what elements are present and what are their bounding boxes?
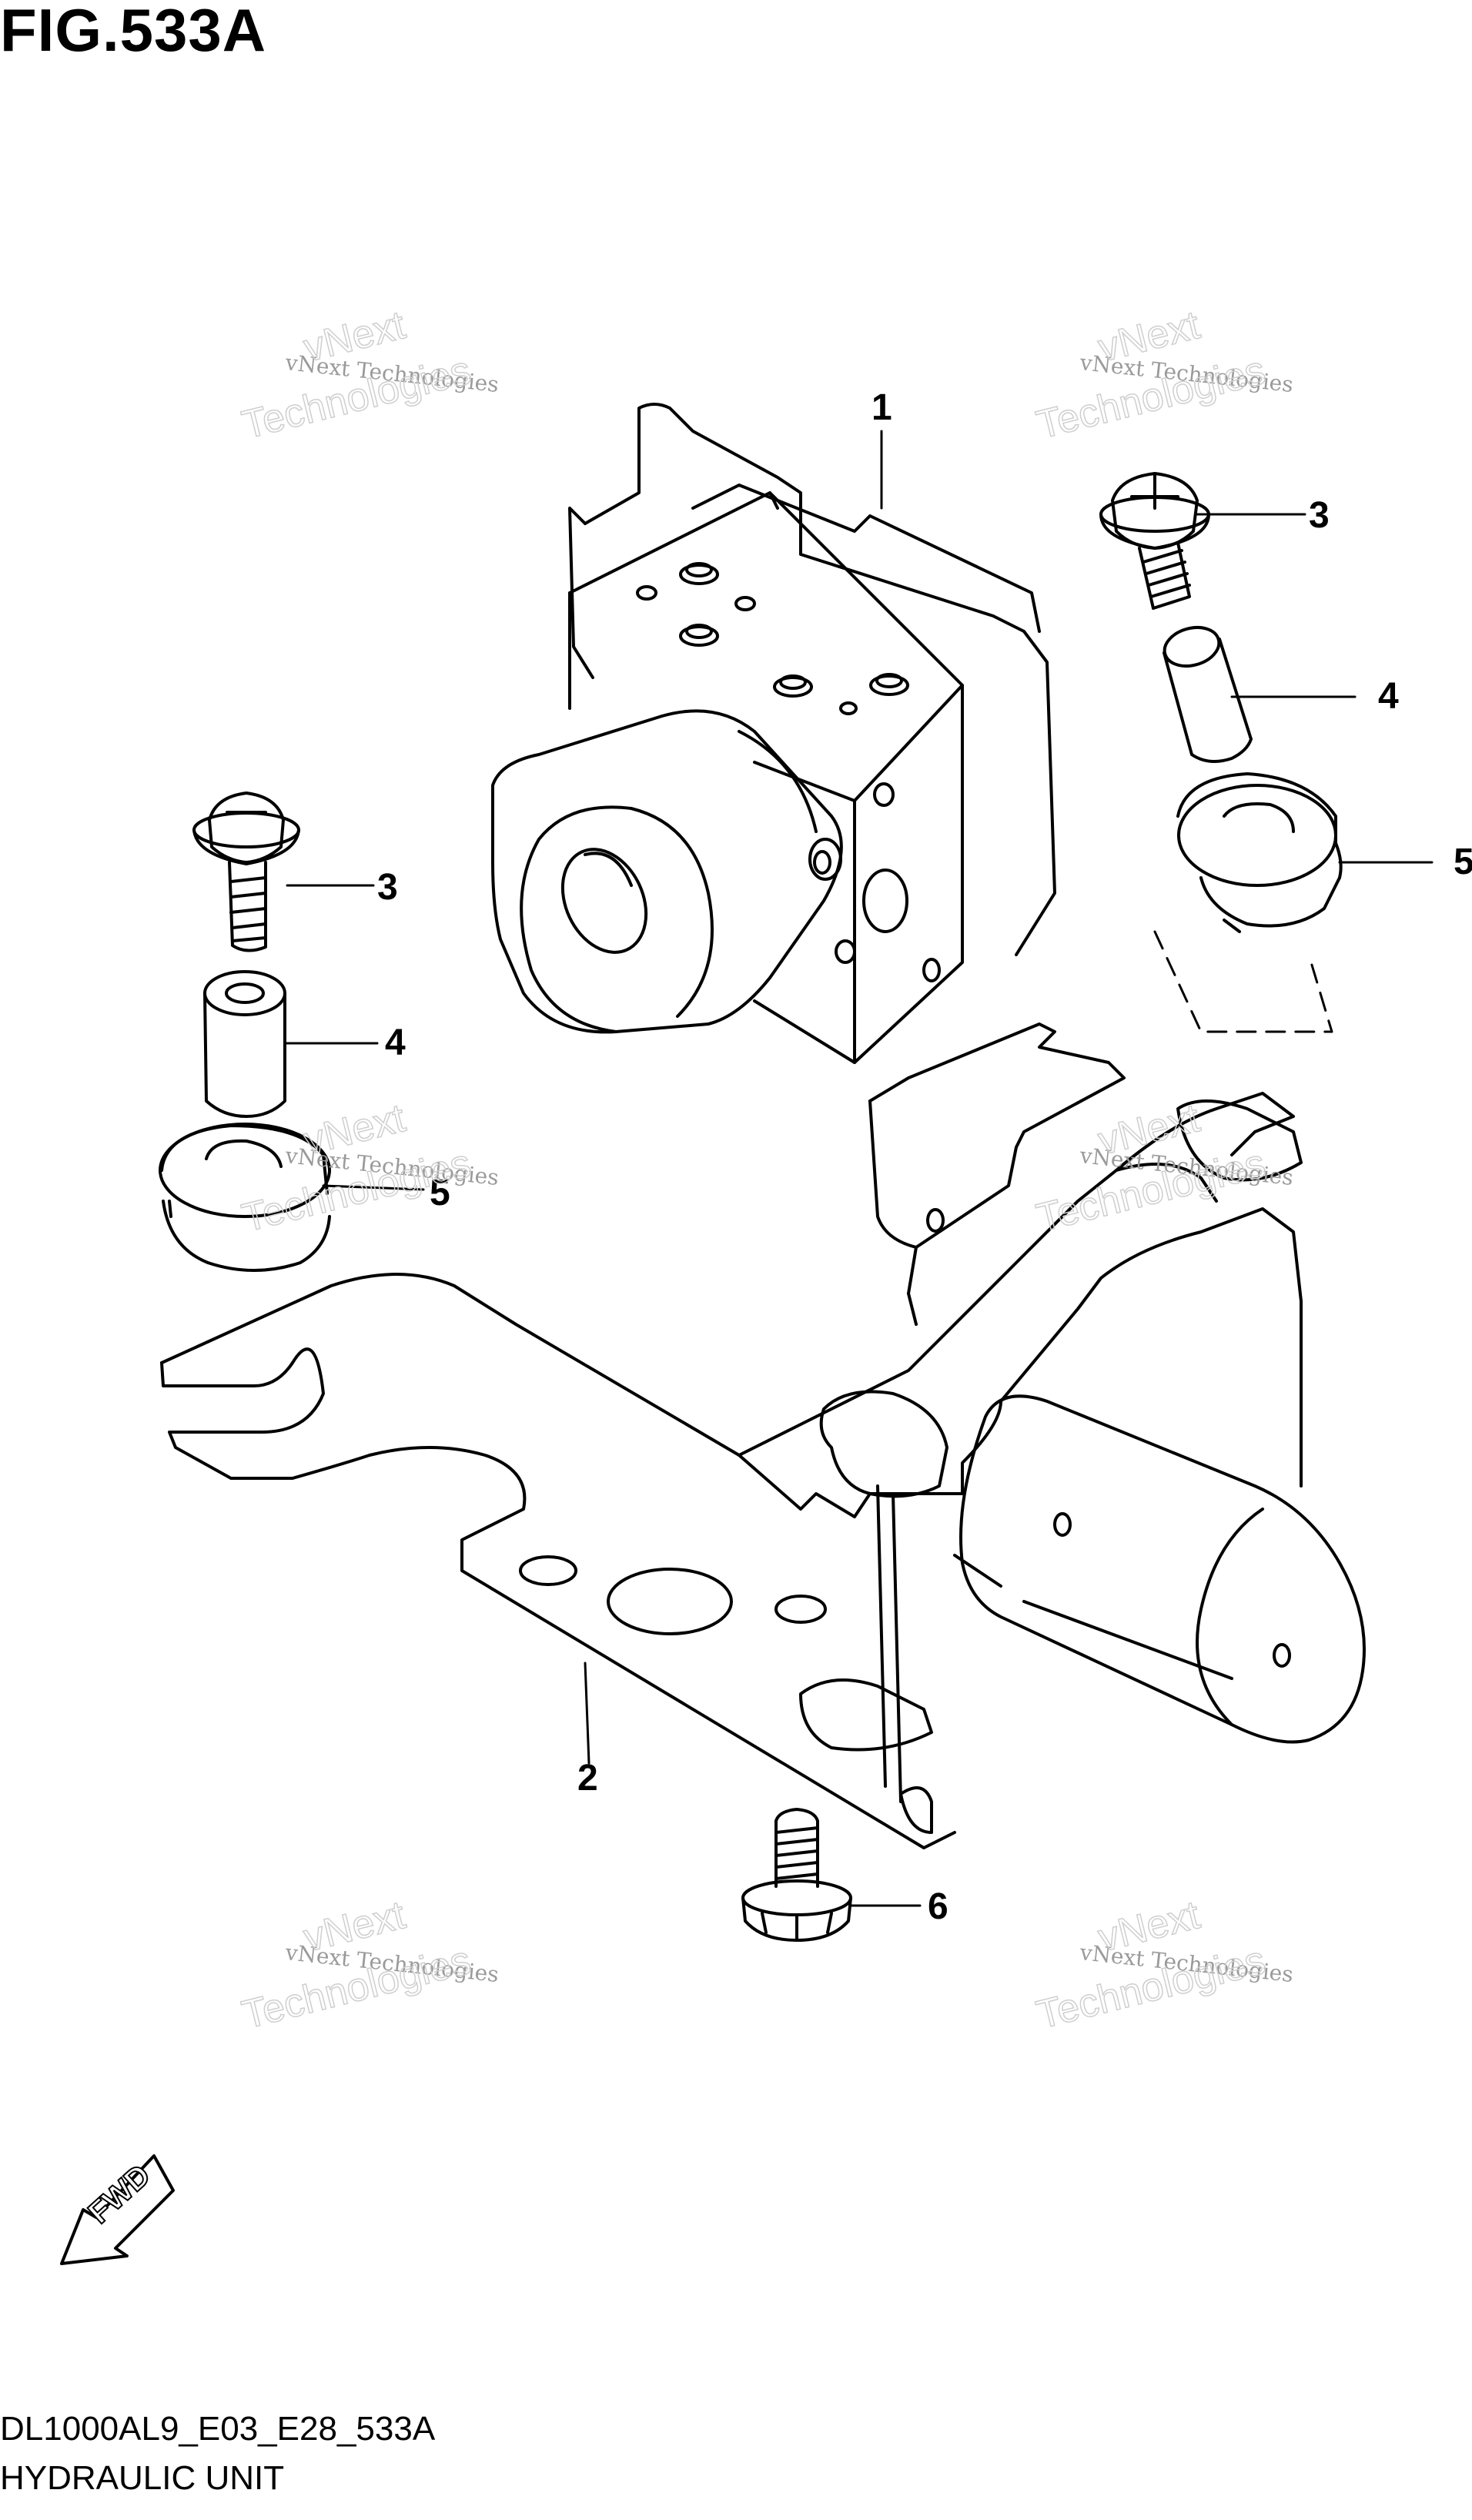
callout-5-right: 5	[1454, 842, 1472, 882]
flange-bolt-part-3-left	[192, 791, 300, 952]
callout-1: 1	[871, 387, 892, 428]
callout-2: 2	[577, 1758, 598, 1799]
watermark-middle-right: vNext Technologies vNext Technologies	[1032, 1095, 1294, 1241]
callout-4-right: 4	[1378, 676, 1399, 717]
callout-5-left: 5	[430, 1173, 450, 1213]
watermark-top-left: vNext Technologies vNext Technologies	[237, 302, 500, 448]
watermark-middle-left: vNext Technologies vNext Technologies	[237, 1095, 500, 1241]
callout-3-left: 3	[377, 867, 398, 908]
figure-title: FIG.533A	[0, 0, 267, 64]
hydraulic-unit-part-1	[491, 403, 1056, 1064]
callout-6: 6	[928, 1886, 948, 1927]
flange-bolt-part-3-right	[1099, 472, 1210, 610]
figure-footer: DL1000AL9_E03_E28_533A HYDRAULIC UNIT	[0, 2405, 435, 2503]
bracket-part-2	[160, 1022, 1366, 1849]
callout-numbers: 1 2 3 3 4 4 5 5 6	[377, 387, 1472, 1927]
callout-3-right: 3	[1309, 495, 1330, 536]
watermark-bottom-left: vNext Technologies vNext Technologies	[237, 1892, 500, 2038]
rubber-cushion-part-5-left	[159, 1123, 331, 1272]
fwd-arrow-icon	[60, 2154, 175, 2265]
figure-name: HYDRAULIC UNIT	[0, 2459, 285, 2498]
rubber-cushion-part-5-right	[1176, 772, 1343, 933]
collar-part-4-left	[203, 970, 286, 1118]
hex-bolt-part-6	[741, 1808, 852, 1942]
figure-code: DL1000AL9_E03_E28_533A	[0, 2410, 436, 2448]
collar-part-4-right	[1163, 626, 1253, 763]
alignment-dashed-line	[1153, 930, 1333, 1033]
watermark-bottom-right: vNext Technologies vNext Technologies	[1032, 1892, 1294, 2038]
callout-4-left: 4	[385, 1022, 406, 1063]
leader-lines	[283, 430, 1434, 1907]
watermark-top-right: vNext Technologies vNext Technologies	[1032, 302, 1294, 448]
